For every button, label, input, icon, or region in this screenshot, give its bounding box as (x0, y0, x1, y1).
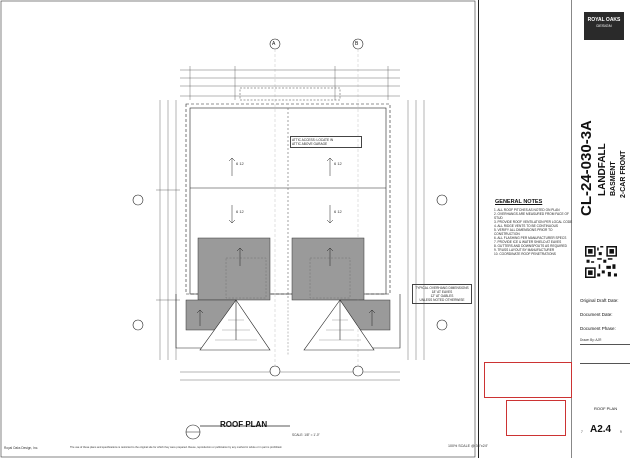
print-scale: 100% SCALE @ 36"x24" (448, 444, 488, 448)
company-name: ROYAL OAKS (587, 17, 621, 23)
list-item: 8. GUTTERS AND DOWNSPOUTS AS REQUIRED (494, 244, 567, 248)
pitch-label: 6 12 (334, 209, 342, 214)
grid-bubble-label: B (355, 41, 359, 47)
document-phase-label: Document Phase: (580, 326, 616, 331)
drawn-by: Drawn By: AJR (580, 338, 602, 342)
plan-line2: BASMENT (610, 161, 617, 196)
list-item: 2. OVERHANGS ARE MEASURED FROM FACE OF S… (494, 212, 569, 220)
plan-line3: 2-CAR FRONT (620, 150, 627, 198)
list-item: 3. PROVIDE ROOF VENTILATION PER LOCAL CO… (494, 220, 573, 224)
revision-table (580, 344, 630, 364)
roof-plan-drawing (0, 0, 476, 458)
structural-note-box (506, 400, 566, 436)
title-block (478, 0, 640, 458)
warning-note-box (484, 362, 572, 398)
page-right: 9 (620, 430, 622, 434)
list-item: 9. TRUSS LAYOUT BY MANUFACTURER (494, 248, 555, 252)
qr-code-icon (585, 246, 617, 278)
pitch-label: 6 12 (236, 161, 244, 166)
company-sub: DESIGN (596, 23, 612, 28)
footer-copyright: The use of these plans and specification… (70, 446, 283, 449)
general-notes-title: GENERAL NOTES (495, 199, 543, 205)
list-item: 6. ALL FLASHING PER MANUFACTURER SPECS (494, 236, 567, 240)
list-item: 7. PROVIDE ICE & WATER SHIELD AT EAVES (494, 240, 562, 244)
list-item: 10. COORDINATE ROOF PENETRATIONS (494, 252, 556, 256)
grid-bubble-label: A (272, 41, 276, 47)
document-date-label: Document Date: (580, 312, 613, 317)
list-item: 1. ALL ROOF PITCHES AS NOTED ON PLAN (494, 208, 560, 212)
sheet-label: ROOF PLAN (594, 406, 618, 411)
plan-name: LANDFALL (597, 143, 608, 196)
attic-note: ATTIC ACCESS: LOCATE IN ATTIC ABOVE GARA… (290, 136, 362, 148)
footer-company: Royal Oaks Design, Inc. (4, 446, 39, 450)
original-draft-label: Original Draft Date: (580, 298, 619, 303)
pitch-label: 6 12 (334, 161, 342, 166)
company-logo: ROYAL OAKS DESIGN (584, 12, 624, 40)
drawing-scale: SCALE: 1/8" = 1'-0" (292, 433, 320, 437)
plan-code: CL-24-030-3A (578, 120, 595, 216)
list-item: 4. ALL RIDGE VENTS TO BE CONTINUOUS (494, 224, 559, 228)
pitch-label: 6 12 (236, 209, 244, 214)
drawing-title: ROOF PLAN (220, 420, 268, 429)
overhang-note: TYPICAL OVERHANG DIMENSIONS 18" AT EAVES… (412, 284, 472, 304)
sheet-number: A2.4 (590, 424, 612, 435)
general-notes-list: 1. ALL ROOF PITCHES AS NOTED ON PLAN 2. … (494, 208, 574, 256)
list-item: 5. VERIFY ALL DIMENSIONS PRIOR TO CONSTR… (494, 228, 553, 236)
page-left: 7 (581, 430, 583, 434)
